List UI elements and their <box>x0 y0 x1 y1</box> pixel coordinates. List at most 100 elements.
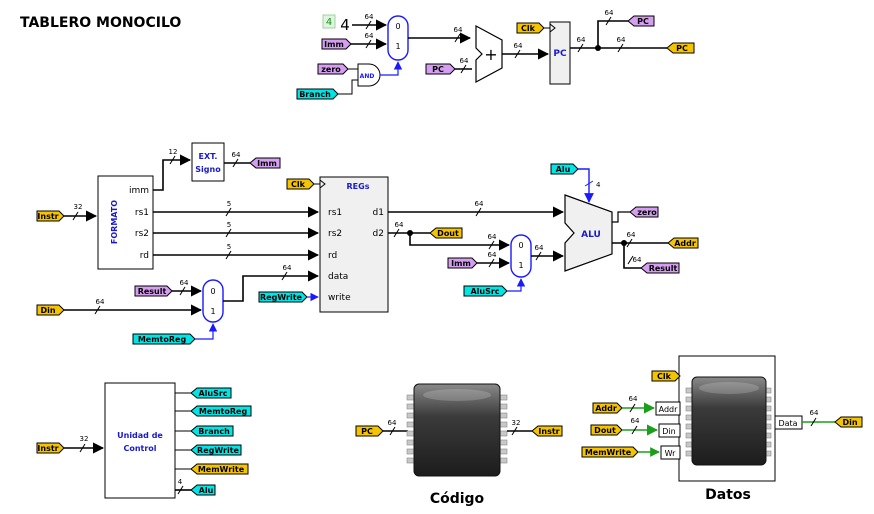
cu-out-regwrite <box>190 444 242 456</box>
dout-pin-label: Dout <box>437 229 459 238</box>
mux-input-1: 1 <box>395 42 400 51</box>
formato-block <box>97 175 154 270</box>
memtoreg-pin-label: MemtoReg <box>138 335 187 344</box>
cu-out-label: RegWrite <box>197 446 240 455</box>
memtoreg-pin <box>132 333 196 345</box>
constant-box <box>322 14 336 29</box>
addr-out-pin <box>667 237 699 249</box>
result-pin <box>134 285 173 297</box>
regs-block <box>319 176 389 313</box>
constant-box-label: 4 <box>326 17 332 28</box>
dmem-addr-pin-label: Addr <box>595 404 617 413</box>
addr-out-pin-label: Addr <box>674 239 696 248</box>
code-instr-out-pin <box>531 425 563 437</box>
main-datapath: Instr 32 FORMATO imm rs1 rs2 rd 12 EXT. … <box>36 142 699 345</box>
width-label: 64 <box>631 417 640 425</box>
zero-pin-label: zero <box>321 65 341 74</box>
alu-imm-pin <box>447 257 478 269</box>
width-label: 64 <box>180 279 189 287</box>
alu-mux-input-0: 0 <box>518 241 523 250</box>
regs-label: REGs <box>347 182 370 191</box>
width-label: 64 <box>395 221 404 229</box>
control-unit-label-1: Unidad de <box>117 431 163 440</box>
pc-out-pin-top-label: PC <box>637 17 649 26</box>
width-label: 64 <box>488 233 497 241</box>
clk-pin <box>516 22 545 34</box>
regwrite-pin <box>258 291 308 303</box>
cu-out-label: AluSrc <box>198 389 227 398</box>
width-label: 64 <box>475 200 484 208</box>
pc-register-label: PC <box>553 49 567 59</box>
code-instr-out-pin-label: Instr <box>538 427 559 436</box>
width-label: 32 <box>74 203 83 211</box>
dmem-port-label: Addr <box>659 405 678 414</box>
width-label: 5 <box>227 200 231 208</box>
dmem-port-din <box>658 423 681 438</box>
ext-label-2: Signo <box>195 165 221 174</box>
adder-symbol: + <box>484 45 497 64</box>
alu-label: ALU <box>581 230 601 240</box>
cu-out-label: Alu <box>199 486 214 495</box>
wb-mux-input-0: 0 <box>210 287 215 296</box>
width-label: 64 <box>460 57 469 65</box>
width-label: 12 <box>169 148 178 156</box>
din-pin-label: Din <box>40 306 55 315</box>
pc-out-pin-right <box>666 42 695 54</box>
alu-ctrl-width: 4 <box>596 181 601 189</box>
cu-out-memtoreg <box>190 405 252 417</box>
dmem-port-addr <box>655 401 681 416</box>
regs-port-left: write <box>328 293 351 303</box>
branch-pin-label: Branch <box>299 90 331 99</box>
and-gate <box>357 63 381 87</box>
code-pc-pin <box>355 425 384 437</box>
dmem-port-label: Data <box>778 419 797 428</box>
alu-block <box>564 194 613 272</box>
result-out-pin <box>640 262 680 274</box>
zero-pin <box>317 63 349 75</box>
dmem-port-wr <box>660 445 681 460</box>
regs-port-left: rs2 <box>328 229 342 239</box>
width-label: 4 <box>178 478 183 486</box>
din-pin <box>36 304 65 316</box>
mux-input-0: 0 <box>395 22 400 31</box>
alusrc-pin-label: AluSrc <box>470 287 499 296</box>
constant-value: 4 <box>340 16 350 34</box>
width-label: 64 <box>283 264 292 272</box>
regs-port-left: rd <box>328 251 337 261</box>
wb-mux-input-1: 1 <box>210 307 215 316</box>
width-label: 64 <box>810 409 819 417</box>
cu-out-label: Branch <box>198 427 230 436</box>
ext-imm-out-pin <box>249 157 281 169</box>
dmem-clk-pin-label: Clk <box>657 372 672 381</box>
width-label: 64 <box>633 256 642 264</box>
cu-out-branch <box>190 425 234 437</box>
pc-out-pin-top <box>627 15 655 27</box>
control-unit-section: Instr 32 Unidad de Control AluSrc MemtoR… <box>36 382 252 499</box>
dmem-dout-pin <box>590 424 623 436</box>
cu-out-alu <box>190 484 216 496</box>
width-label: 64 <box>617 36 626 44</box>
code-memory-section: PC 64 Código 32 Instr <box>355 383 563 507</box>
code-memory-chip-icon <box>406 383 508 477</box>
width-label: 64 <box>365 32 374 40</box>
width-label: 64 <box>514 42 523 50</box>
width-label: 64 <box>535 244 544 252</box>
regwrite-pin-label: RegWrite <box>260 293 303 302</box>
alu-ctrl-pin <box>550 163 579 175</box>
width-label: 64 <box>232 151 241 159</box>
code-memory-caption: Código <box>430 491 485 507</box>
pc-section: 4 4 64 Imm 64 0 1 zero Branch AND 64 PC <box>296 9 695 100</box>
dmem-port-label: Din <box>662 427 675 436</box>
imm-pin-label: Imm <box>324 40 344 49</box>
regs-clk-pin <box>286 178 315 190</box>
cu-instr-pin <box>36 442 65 454</box>
data-memory-caption: Datos <box>705 487 751 503</box>
page-title: TABLERO MONOCILO <box>20 15 181 31</box>
formato-label: FORMATO <box>110 200 119 244</box>
dmem-port-label: Wr <box>665 449 677 458</box>
result-pin-label: Result <box>138 287 167 296</box>
control-unit-block <box>104 382 176 499</box>
result-out-pin-label: Result <box>649 264 678 273</box>
width-label: 64 <box>605 9 614 17</box>
